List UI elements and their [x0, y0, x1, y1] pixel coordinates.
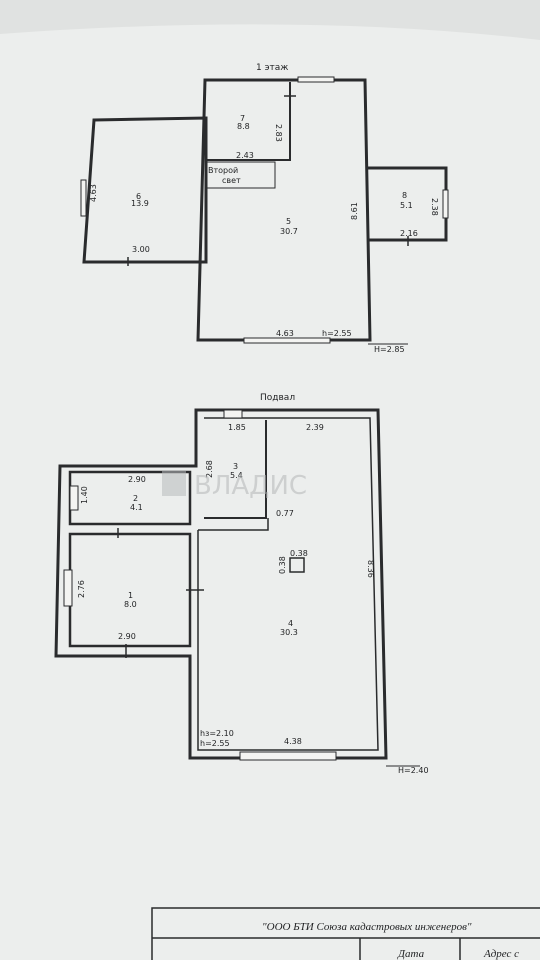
- watermark: ВЛАДИС: [162, 470, 307, 501]
- room1-number: 1: [128, 591, 133, 600]
- room4-area: 30.3: [280, 628, 298, 637]
- basement-outer-walls: [54, 408, 388, 760]
- dim-2-68: 2.68: [205, 460, 214, 478]
- dim-4-63-horizontal: 4.63: [276, 329, 294, 338]
- floor1-window-right: [442, 189, 449, 219]
- basement-window-room1: [63, 569, 73, 607]
- dim-2-90-bottom: 2.90: [118, 632, 136, 641]
- dim-2-39: 2.39: [306, 423, 324, 432]
- second-light-line2: свет: [222, 176, 241, 185]
- room7-number: 7: [240, 114, 245, 123]
- second-light-box: [206, 161, 276, 189]
- room7-area: 8.8: [237, 122, 250, 131]
- stamp-col-date: Дата: [397, 948, 425, 960]
- room3-threshold: [198, 518, 269, 531]
- dim-2-16: 2.16: [400, 229, 418, 238]
- title-block: [151, 907, 540, 960]
- second-light-line1: Второй: [208, 166, 238, 175]
- room5-number: 5: [286, 217, 291, 226]
- room3-area: 5.4: [230, 471, 243, 480]
- dim-2-76: 2.76: [77, 580, 86, 598]
- dim-3-00: 3.00: [132, 245, 150, 254]
- floor1-height-note: H=2.85: [374, 345, 405, 354]
- dim-2-38: 2.38: [430, 198, 439, 216]
- room1-walls: [68, 532, 192, 648]
- stamp-col-address: Адрес с: [483, 948, 519, 960]
- basement-window-bottom: [239, 751, 337, 761]
- basement-window-top: [223, 409, 243, 419]
- dim-2-90-top: 2.90: [128, 475, 146, 484]
- room2-number: 2: [133, 494, 138, 503]
- floor1-room7-walls: [207, 82, 291, 161]
- room1-area: 8.0: [124, 600, 137, 609]
- basement-inner-walls: [197, 417, 379, 751]
- dim-1-40: 1.40: [80, 486, 89, 504]
- floor1-window-bottom: [243, 337, 331, 344]
- column-square: [289, 557, 305, 573]
- room6-area: 13.9: [131, 199, 149, 208]
- dim-4-63-vertical: 4.63: [89, 184, 98, 202]
- dim-0-38-vertical: 0.38: [278, 556, 287, 574]
- room5-area: 30.7: [280, 227, 298, 236]
- floor1-room6-walls: [82, 116, 208, 264]
- room6-number: 6: [136, 192, 141, 201]
- dim-2-83: 2.83: [274, 124, 283, 142]
- room2-area: 4.1: [130, 503, 143, 512]
- dim-8-36: 8.36: [366, 560, 375, 578]
- basement-height-note: H=2.40: [398, 766, 429, 775]
- floor1-plan: [80, 76, 449, 344]
- dim-0-38-horizontal: 0.38: [290, 549, 308, 558]
- room8-area: 5.1: [400, 201, 413, 210]
- dim-4-38: 4.38: [284, 737, 302, 746]
- paper-shadow: [0, 0, 540, 40]
- room3-number: 3: [233, 462, 238, 471]
- floor1-window-top: [297, 76, 335, 83]
- watermark-logo: [162, 470, 186, 496]
- floor1-window-left: [80, 179, 87, 217]
- basement-hz: hз=2.10: [200, 729, 234, 738]
- dim-8-61: 8.61: [350, 202, 359, 220]
- dim-0-77: 0.77: [276, 509, 294, 518]
- dim-1-85: 1.85: [228, 423, 246, 432]
- stamp-organization: "ООО БТИ Союза кадастровых инженеров": [262, 921, 472, 933]
- floor1-title: 1 этаж: [256, 63, 288, 73]
- title-block-frame: [151, 907, 540, 960]
- basement-plan: [54, 408, 420, 767]
- basement-title: Подвал: [260, 393, 295, 403]
- room4-number: 4: [288, 619, 293, 628]
- room8-number: 8: [402, 191, 407, 200]
- floor1-inner-height: h=2.55: [322, 329, 352, 338]
- dim-2-43: 2.43: [236, 151, 254, 160]
- basement-window-room2: [69, 485, 79, 511]
- basement-inner-height: h=2.55: [200, 739, 230, 748]
- watermark-text: ВЛАДИС: [194, 471, 307, 501]
